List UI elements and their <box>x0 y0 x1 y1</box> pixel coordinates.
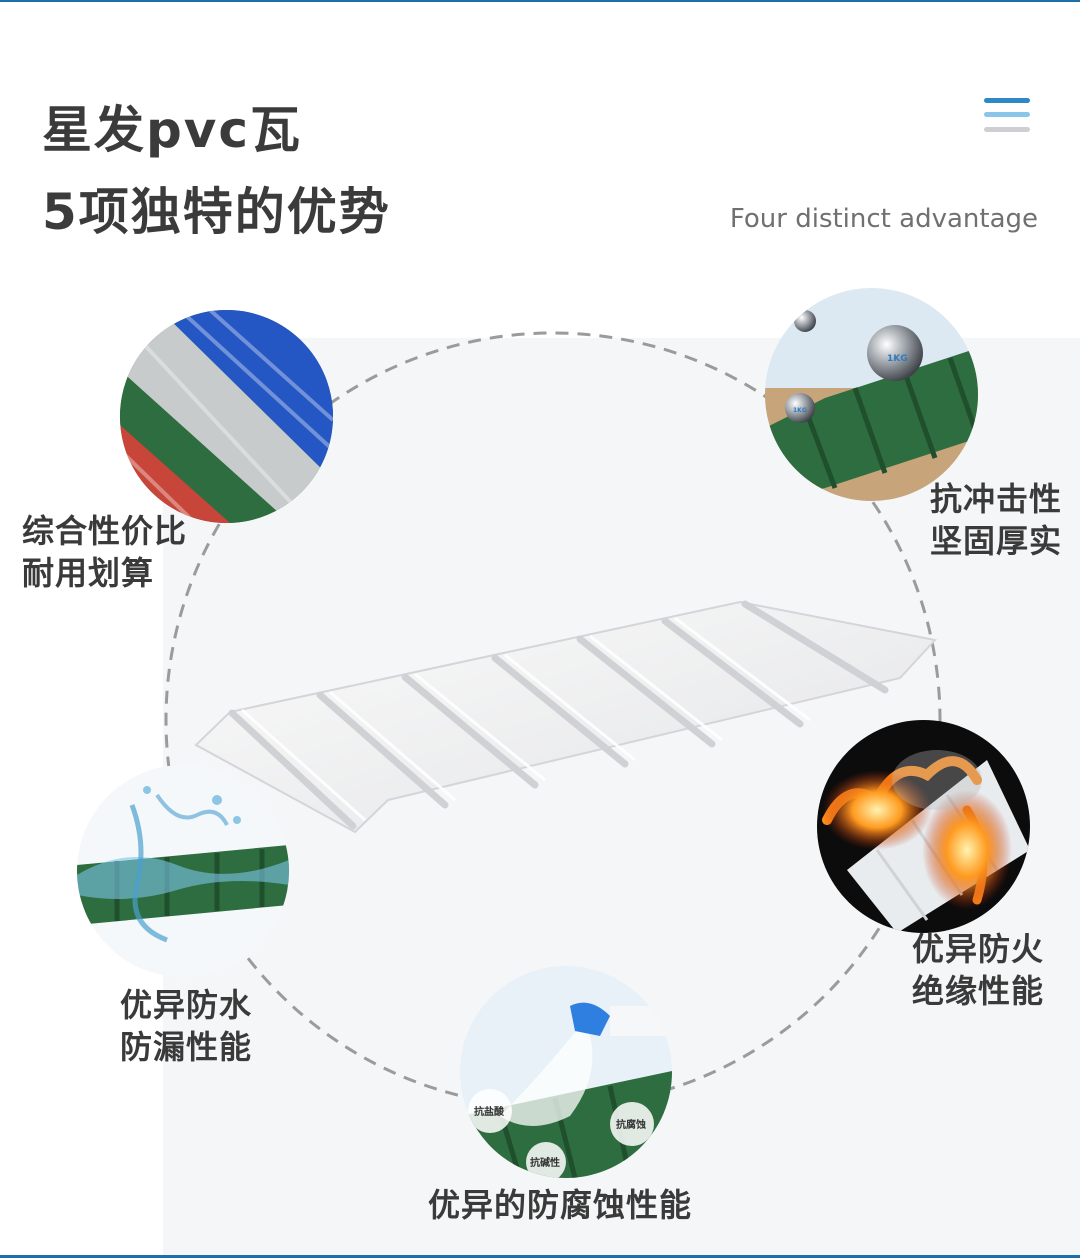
feature-label-water: 优异防水 防漏性能 <box>120 986 253 1066</box>
page-title: 星发pvc瓦 <box>42 101 303 159</box>
menu-bar-bottom <box>984 127 1030 132</box>
colored-tiles-image <box>120 310 333 523</box>
anti-corrosion-badge: 抗腐蚀 <box>616 1118 646 1131</box>
impact-test-image: 1KG 1KG <box>765 288 978 501</box>
waterproof-image <box>77 765 289 977</box>
page-subheading: 5项独特的优势 <box>42 183 391 241</box>
feature-label-impact: 抗冲击性 坚固厚实 <box>930 480 1063 560</box>
feature-label-corrosion: 优异的防腐蚀性能 <box>428 1186 693 1224</box>
top-rule <box>0 0 1080 2</box>
weight-badge-large: 1KG <box>887 354 908 364</box>
bottom-rule <box>0 1255 1080 1258</box>
corrosion-resistance-image: 抗盐酸 抗腐蚀 抗碱性 <box>460 966 672 1178</box>
feature-label-value: 综合性价比 耐用划算 <box>22 512 188 592</box>
acid-resistance-badge: 抗盐酸 <box>474 1105 505 1118</box>
weight-badge-small: 1KG <box>793 407 807 414</box>
alkali-resistance-badge: 抗碱性 <box>530 1156 560 1169</box>
fire-resistance-image <box>817 720 1030 933</box>
menu-bar-middle <box>984 112 1030 117</box>
feature-label-fire: 优异防火 绝缘性能 <box>912 930 1045 1010</box>
menu-bar-top <box>984 98 1030 103</box>
english-tagline: Four distinct advantage <box>729 204 1038 234</box>
hamburger-menu-icon[interactable] <box>984 98 1030 136</box>
